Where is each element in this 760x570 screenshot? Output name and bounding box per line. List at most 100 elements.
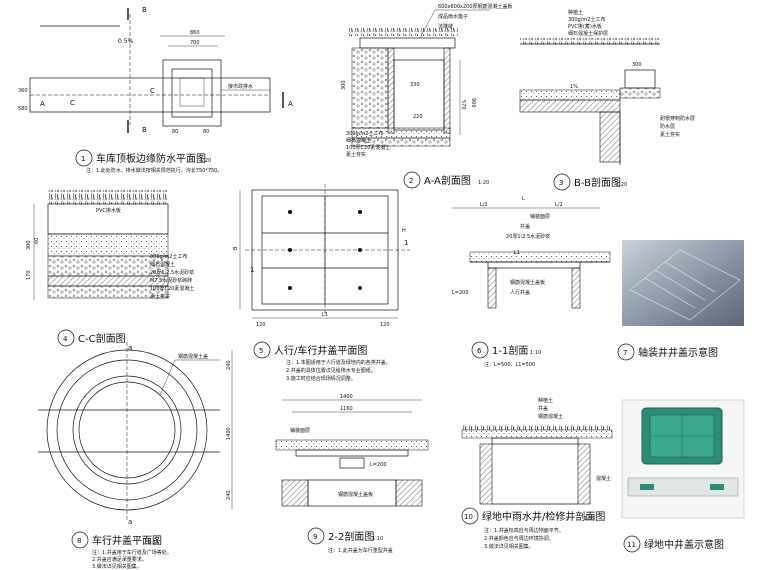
dim-d5-H: H bbox=[402, 228, 406, 234]
d6-label-1: 井盖 bbox=[520, 223, 530, 230]
caption-9-scale: 1:10 bbox=[372, 536, 383, 542]
dim-d9-1160: 1160 bbox=[340, 406, 353, 412]
dim-300: 300 bbox=[341, 80, 347, 90]
d10-label-1: 井盖 bbox=[538, 405, 548, 412]
d10-note-0: 注：1.井盖标高应与周边地面平齐。 bbox=[484, 527, 564, 534]
section-mark-a-top: a bbox=[128, 344, 132, 352]
dim-d6-L2b: L/2 bbox=[555, 202, 563, 208]
label-c-left: C bbox=[70, 99, 75, 107]
caption-11-number: 11 bbox=[627, 541, 636, 549]
dim-d5-B: B bbox=[233, 246, 239, 250]
caption-9-title: 2-2剖面图 bbox=[328, 530, 374, 543]
d2-label-2: 沉降缝 bbox=[438, 23, 453, 30]
caption-1-title: 车库顶板边缘防水平面图 bbox=[96, 152, 206, 165]
caption-4-number: 4 bbox=[63, 335, 68, 343]
dim-d6-L2a: L/2 bbox=[480, 202, 488, 208]
dim-d4-170: 170 bbox=[26, 270, 32, 280]
d5-note-1: 2.井盖的具体位置详见给排水专业图纸。 bbox=[286, 367, 376, 374]
dim-d6-L: L bbox=[522, 196, 525, 202]
label-a-right: A bbox=[288, 100, 293, 108]
detail-3-section: 种植土 300g/m2土工布 PVC排(蓄)水板 细石混凝土保护层 耐根穿刺防水… bbox=[519, 9, 695, 191]
dim-d8-1400: 1400 bbox=[226, 427, 232, 440]
caption-5-title: 人行/车行井盖平面图 bbox=[274, 344, 367, 357]
d6-note: 注：L=500，L1=500 bbox=[484, 361, 535, 368]
detail-2-section: 570 300 330 220 900 600x600x200厚钢筋混凝土盖板 … bbox=[341, 3, 513, 189]
caption-10-number: 10 bbox=[464, 513, 473, 521]
d3-label-1: 300g/m2土工布 bbox=[568, 16, 605, 23]
d3-label-4: 耐根穿刺防水层 bbox=[660, 115, 695, 122]
d3-label-5: 防水层 bbox=[660, 123, 675, 130]
dim-330: 330 bbox=[410, 82, 420, 88]
section-mark-b-top: B bbox=[142, 6, 147, 14]
detail-4-section: 300 170 60 PVC排水板 300g/m2土工布 细石混凝土 20厚1:… bbox=[26, 190, 194, 347]
caption-3-scale: 1:20 bbox=[616, 182, 627, 188]
caption-4-title: C-C剖面图 bbox=[78, 332, 126, 345]
dim-360: 360 bbox=[18, 88, 28, 94]
d4-label-0: PVC排水板 bbox=[96, 207, 121, 214]
caption-10-scale: 1:15 bbox=[584, 516, 595, 522]
d9-label-0: 铺装面层 bbox=[290, 427, 310, 434]
d6-label-3: 钢筋混凝土盖板 bbox=[510, 279, 545, 286]
caption-9-number: 9 bbox=[313, 533, 317, 541]
caption-8-number: 8 bbox=[77, 537, 81, 545]
section-mark-a-bottom: a bbox=[128, 518, 132, 526]
callout-rc-cover: 钢筋混凝土盖 bbox=[178, 353, 208, 360]
d3-label-6: 素土夯实 bbox=[660, 131, 680, 138]
dim-d5-120-right: 120 bbox=[380, 322, 390, 328]
d3-label-3: 细石混凝土保护层 bbox=[568, 30, 608, 37]
dim-d5-120-left: 120 bbox=[256, 322, 266, 328]
d2-label-4: 细石混凝土 bbox=[346, 137, 371, 144]
caption-3-title: B-B剖面图 bbox=[574, 176, 621, 189]
d10-note-2: 3.做法详见相关图集。 bbox=[484, 543, 534, 550]
dim-d9-1400: 1400 bbox=[340, 394, 353, 400]
caption-2-number: 2 bbox=[409, 177, 413, 185]
d8-note-1: 2.井盖应满足承重要求。 bbox=[92, 556, 147, 563]
dim-570: 570 bbox=[460, 100, 466, 110]
d4-label-1: 300g/m2土工布 bbox=[150, 253, 187, 260]
dim-d9-L: L=200 bbox=[370, 462, 387, 468]
caption-2-scale: 1:20 bbox=[478, 180, 489, 186]
dim-900: 900 bbox=[470, 98, 476, 108]
d9-note: 注：1.此井盖为车行重型井盖 bbox=[328, 547, 393, 554]
d4-label-3: 20厚1:2.5水泥砂浆 bbox=[150, 269, 194, 276]
manhole-bolts bbox=[288, 210, 362, 290]
d2-label-3: 300g/m2土工布 bbox=[346, 130, 383, 137]
label-a-left: A bbox=[40, 100, 45, 108]
dim-580: 580 bbox=[18, 106, 28, 112]
d2-label-0: 600x600x200厚钢筋混凝土盖板 bbox=[438, 3, 513, 10]
dim-700: 700 bbox=[190, 40, 200, 46]
caption-1-scale: 1:20 bbox=[200, 158, 211, 164]
section-1-left: 1 bbox=[250, 266, 254, 274]
caption-6-scale: 1:10 bbox=[530, 350, 541, 356]
caption-7-title: 轴装井井盖示意图 bbox=[638, 346, 718, 359]
caption-2-title: A-A剖面图 bbox=[424, 174, 471, 187]
d2-label-1: 成品雨水篦子 bbox=[438, 13, 468, 20]
detail-1-note: 注：1.此处防水、排水做法按相关规范执行，沟长750*750。 bbox=[86, 167, 222, 174]
d4-label-4: M7.5水泥砂浆砌砖 bbox=[150, 277, 192, 284]
d10-label-0: 种植土 bbox=[538, 397, 553, 404]
d2-label-5: 100厚C20素混凝土 bbox=[346, 144, 390, 151]
section-1-right: 1 bbox=[404, 239, 408, 247]
d9-label-1: 钢筋混凝土盖板 bbox=[338, 491, 373, 498]
detail-1-plan: B B 0.5% C C A A 860 700 360 580 接市政排水 8… bbox=[18, 6, 293, 174]
d3-label-2: PVC排(蓄)水板 bbox=[568, 23, 602, 30]
dim-80b: 80 bbox=[203, 129, 209, 135]
dim-d4-300: 300 bbox=[26, 240, 32, 250]
caption-8-title: 车行井盖平面图 bbox=[92, 534, 162, 547]
d6-label-0: 铺装面层 bbox=[530, 213, 550, 220]
slope-label: 0.5% bbox=[118, 38, 134, 45]
dim-d4-60: 60 bbox=[34, 238, 40, 244]
caption-11-title: 绿地中井盖示意图 bbox=[644, 538, 724, 551]
detail-10-section: 种植土 井盖 钢筋混凝土 混凝土 10 绿地中雨水井/检修井剖面图 1:15 注… bbox=[461, 397, 613, 550]
d10-label-3: 混凝土 bbox=[596, 475, 611, 482]
dim-860: 860 bbox=[190, 30, 200, 36]
d8-note-2: 3.做法详见相关图集。 bbox=[92, 563, 142, 570]
detail-6-section: L L/2 L/2 铺装面层 井盖 20厚1:2.5水泥砂浆 钢筋混凝土盖板 人… bbox=[452, 196, 611, 368]
d8-note-0: 注：1.井盖用于车行道及广场等处。 bbox=[92, 549, 172, 556]
detail-11-photo: 11 绿地中井盖示意图 bbox=[621, 399, 745, 553]
label-c-right: C bbox=[150, 87, 155, 95]
caption-1-number: 1 bbox=[81, 155, 85, 163]
detail-8-plan: a a 钢筋混凝土盖 240 1400 240 8 车行井盖平面图 1:15 注… bbox=[38, 342, 233, 570]
dim-d8-240b: 240 bbox=[226, 490, 232, 500]
dim-80a: 80 bbox=[172, 129, 178, 135]
